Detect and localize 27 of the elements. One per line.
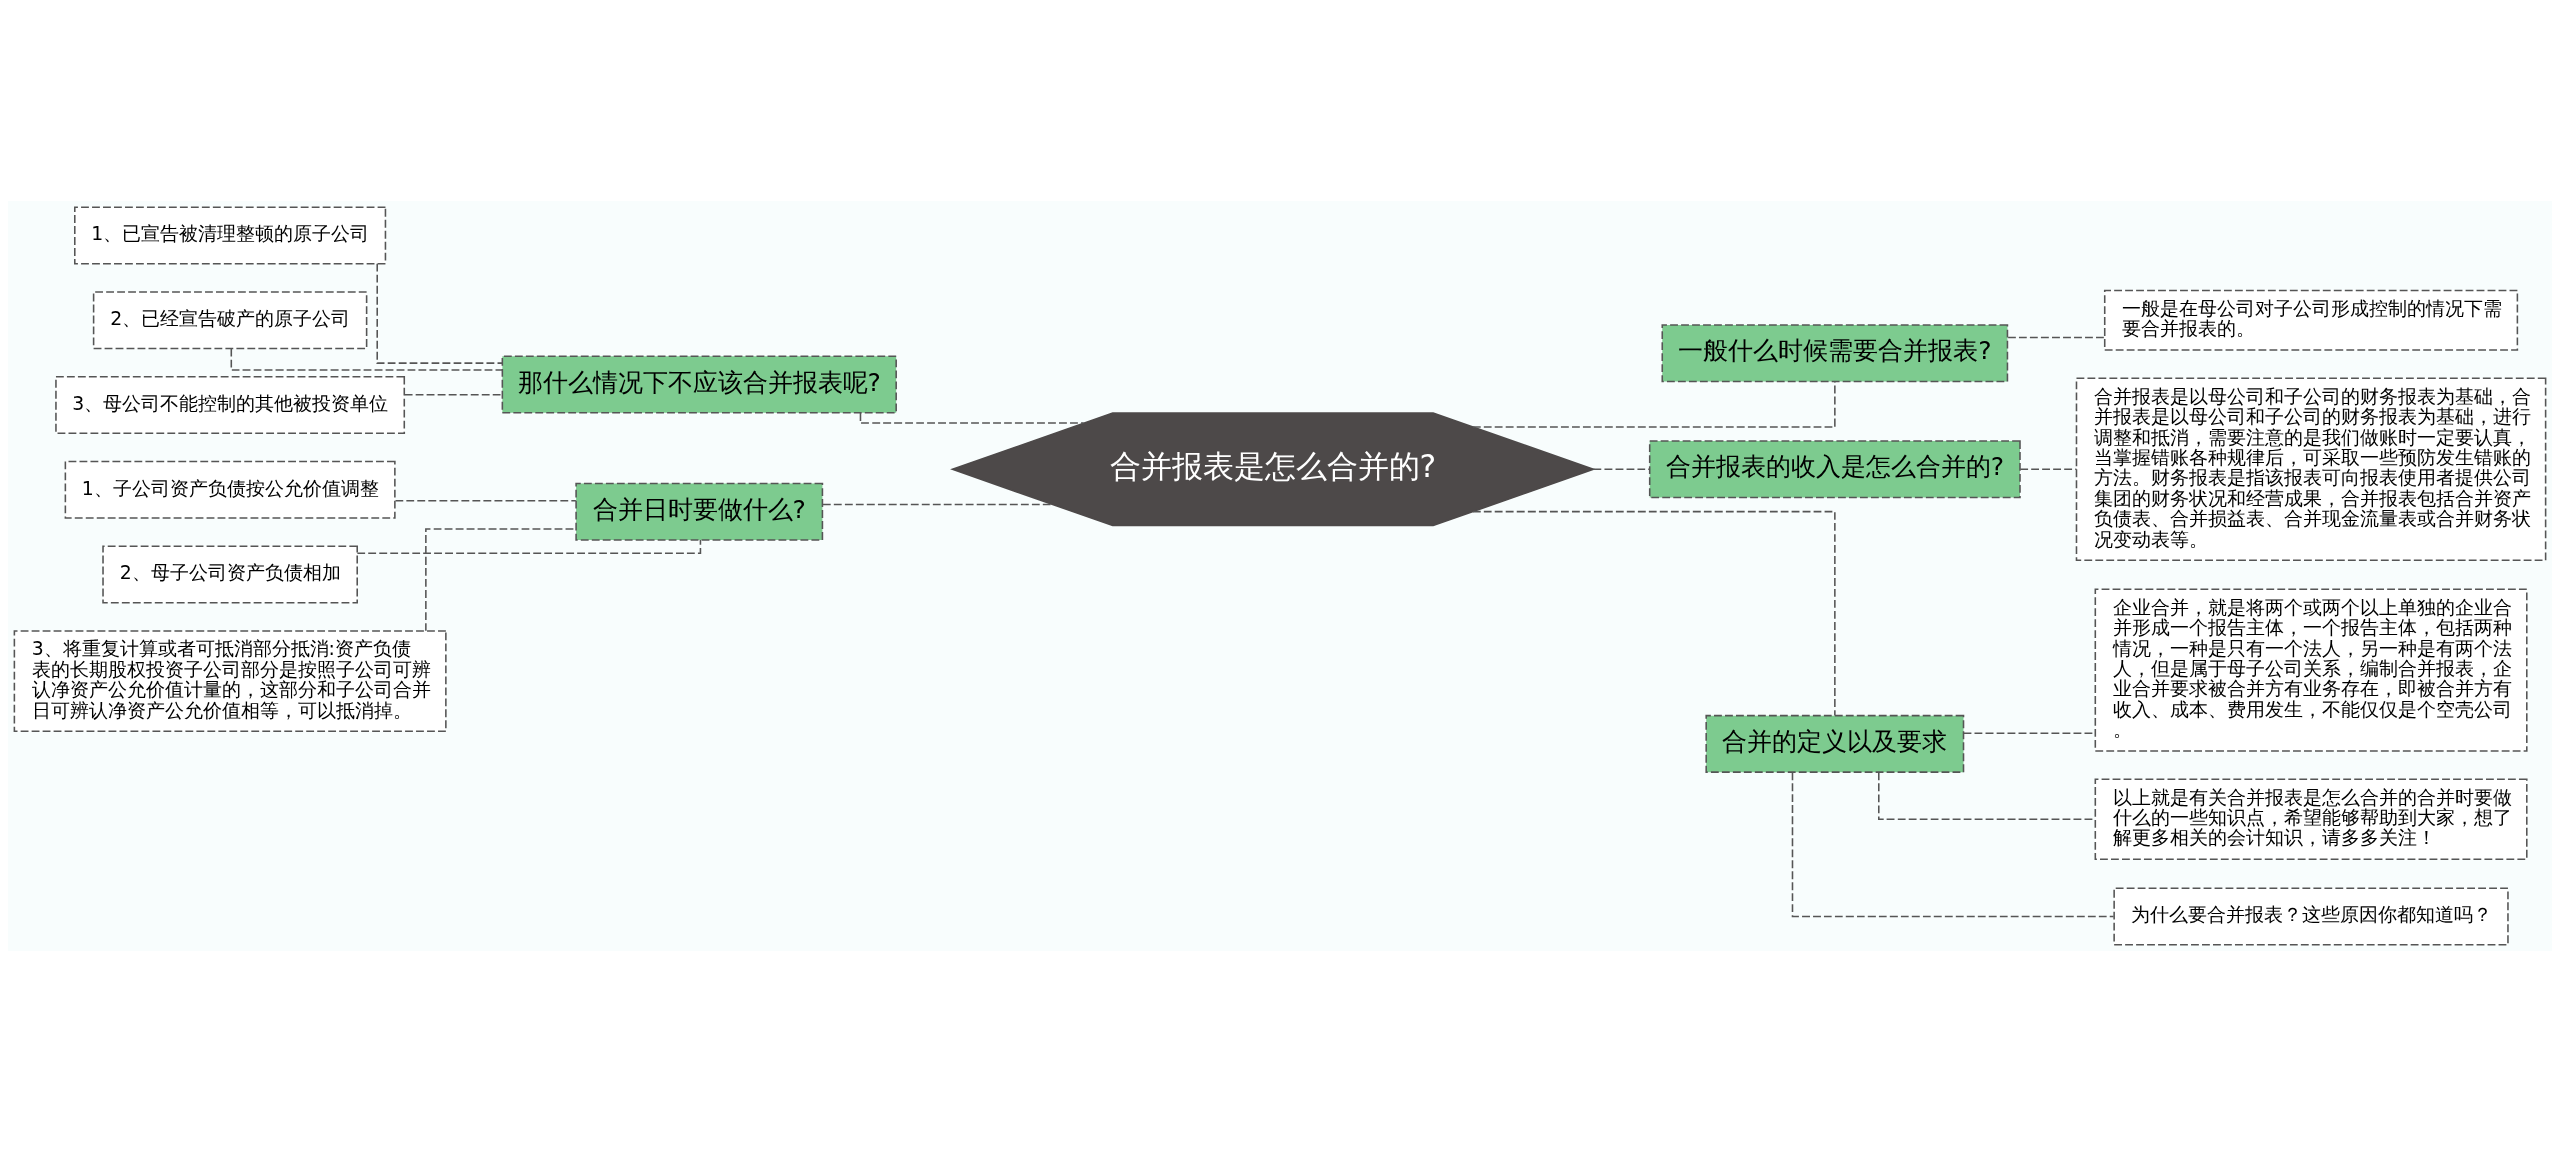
node-box: 1、子公司资产负债按公允价值调整 xyxy=(64,460,396,519)
connector xyxy=(356,538,702,554)
node-box: 为什么要合并报表？这些原因你都知道吗？ xyxy=(2113,886,2509,945)
node-box: 2、母子公司资产负债相加 xyxy=(102,544,358,603)
node-box: 一般是在母公司对子公司形成控制的情况下需要合并报表的。 xyxy=(2103,289,2519,351)
connector xyxy=(394,499,577,501)
connector xyxy=(1791,771,2115,917)
node-box: 合并报表是以母公司和子公司的财务报表为基础，合并报表是以母公司和子公司的财务报表为基础，进行调整和抵消，需要注意的是我们做账时一定要认真，当掌握错账各种规律后，可采取一些预防发生错账的方法。财务报表是指该报表可向报表使用者提供公司集团的财务状况和经营成果，合并报表包括合并资产负债表、合并损益表、合并现金流量表或合并财务状况变动表等。 xyxy=(2075,377,2547,561)
connector xyxy=(404,393,504,396)
node-box: 合并日时要做什么? xyxy=(575,482,824,541)
node-box: 那什么情况下不应该合并报表呢? xyxy=(501,355,897,414)
node-box: 1、已宣告被清理整顿的原子公司 xyxy=(74,206,387,265)
connector xyxy=(2019,468,2078,470)
node-box: 3、母公司不能控制的其他被投资单位 xyxy=(55,375,406,434)
node-box: 合并的定义以及要求 xyxy=(1705,714,1965,773)
node-box: 3、将重复计算或者可抵消部分抵消:资产负债表的长期股权投资子公司部分是按照子公司可辨认净资产公允价值计量的，这部分和子公司合并日可辨认净资产公允价值相等，可以抵消掉。 xyxy=(13,629,447,732)
connector xyxy=(2007,336,2106,338)
node-box: 以上就是有关合并报表是怎么合并的合并时要做什么的一些知识点，希望能够帮助到大家，想了解更多相关的会计知识，请多多关注！ xyxy=(2094,777,2528,860)
connector xyxy=(1472,510,1836,716)
node-box: 2、已经宣告破产的原子公司 xyxy=(92,290,368,349)
node-box: 一般什么时候需要合并报表? xyxy=(1661,323,2009,382)
connector xyxy=(822,503,1054,505)
node-box: 企业合并，就是将两个或两个以上单独的企业合并形成一个报告主体，一个报告主体，包括两种情况，一种是只有一个法人，另一种是有两个法人，但是属于母子公司关系，编制合并报表，企业合并要求被合并方有业务存在，即被合并方有收入、成本、费用发生，不能仅仅是个空壳公司。 xyxy=(2094,588,2528,752)
connector xyxy=(376,262,503,364)
node-box: 合并报表的收入是怎么合并的? xyxy=(1648,439,2021,498)
connector xyxy=(859,411,1085,424)
connector xyxy=(1592,468,1650,470)
